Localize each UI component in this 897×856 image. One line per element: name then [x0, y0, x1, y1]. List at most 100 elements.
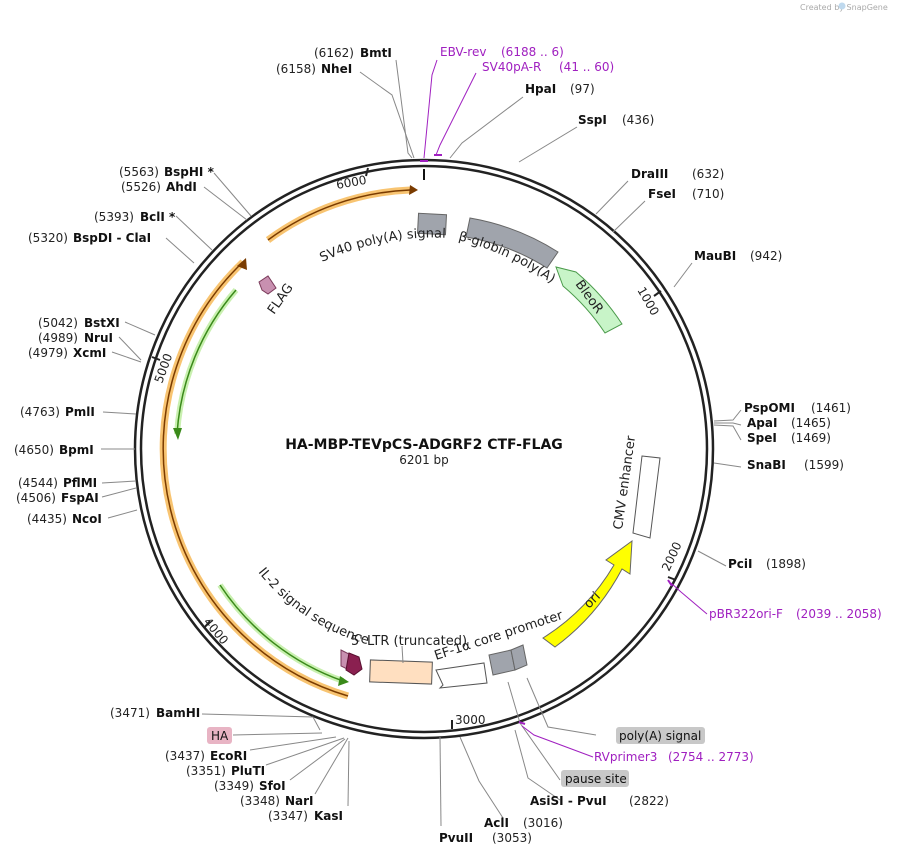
snapgene-credit: Created by SnapGene [800, 2, 888, 12]
enzyme-pos-ncoi: (4435) [27, 512, 67, 526]
enzyme-pos-apai: (1465) [791, 416, 831, 430]
enzyme-pos-bmti: (6162) [314, 46, 354, 60]
enzyme-pos-maubi: (942) [750, 249, 782, 263]
enzyme-name-bamhi: BamHI [156, 706, 200, 720]
enzyme-name-bmti: BmtI [360, 46, 392, 60]
tick-label-6000: 6000 [335, 173, 368, 192]
enzyme-name-apai: ApaI [747, 416, 777, 430]
plasmid-size: 6201 bp [399, 453, 449, 467]
feature-gray-block-b [510, 644, 528, 671]
enzyme-name-acli: AclI [484, 816, 509, 830]
enzyme-pos-asisi-pvui: (2822) [629, 794, 669, 808]
feature-beta-globin-polya [465, 217, 559, 269]
enzyme-name-pvuii: PvuII [439, 831, 473, 845]
badge-ha: HA [211, 729, 229, 743]
primer-name-ebv-rev: EBV-rev [440, 45, 486, 59]
enzyme-name-bstxi: BstXI [84, 316, 120, 330]
enzyme-name-maubi: MauBI [694, 249, 736, 263]
enzyme-name-hpai: HpaI [525, 82, 556, 96]
plasmid-center: HA-MBP-TEVpCS-ADGRF2 CTF-FLAG 6201 bp [285, 437, 563, 467]
enzyme-name-spei: SpeI [747, 431, 777, 445]
enzyme-pos-sspi: (436) [622, 113, 654, 127]
enzyme-name-ncoi: NcoI [72, 512, 102, 526]
enzyme-pos-pcii: (1898) [766, 557, 806, 571]
feature-ef1a-promoter [435, 662, 488, 689]
primer-labels: EBV-rev (6188 .. 6) SV40pA-R (41 .. 60) … [440, 45, 882, 764]
enzyme-pos-sfoi: (3349) [214, 779, 254, 793]
primer-name-pbr322ori-f: pBR322ori-F [709, 607, 783, 621]
enzyme-pos-bcli: (5393) [94, 210, 134, 224]
label-sv40-polya: SV40 poly(A) signal [318, 226, 447, 265]
badge-polya-bg [616, 727, 705, 744]
enzyme-pos-acli: (3016) [523, 816, 563, 830]
enzyme-name-fsei: FseI [648, 187, 676, 201]
badge-pause-site: pause site [565, 772, 627, 786]
enzyme-name-sfoi: SfoI [259, 779, 286, 793]
enzyme-pos-hpai: (97) [570, 82, 595, 96]
enzyme-pos-fspai: (4506) [16, 491, 56, 505]
primer-range-rvprimer3: (2754 .. 2773) [668, 750, 754, 764]
enzyme-pos-nari: (3348) [240, 794, 280, 808]
badge-ha-bg [207, 727, 232, 744]
feature-cmv-enhancer [632, 455, 661, 539]
enzyme-pos-bamhi: (3471) [110, 706, 150, 720]
enzyme-name-bspdi-clai: BspDI - ClaI [73, 231, 151, 245]
enzyme-pos-nhei: (6158) [276, 62, 316, 76]
enzyme-name-nari: NarI [285, 794, 314, 808]
enzyme-name-draiii: DraIII [631, 167, 668, 181]
enzyme-pos-pspomi: (1461) [811, 401, 851, 415]
boxed-labels: HA poly(A) signal pause site [207, 727, 705, 787]
enzyme-name-sspi: SspI [578, 113, 607, 127]
primer-leaders [423, 59, 708, 758]
label-5ltr: 5' LTR (truncated) [351, 634, 467, 649]
enzyme-pos-bsphi: (5563) [119, 165, 159, 179]
enzyme-name-bcli: BclI * [140, 210, 176, 224]
origin-marker [420, 160, 428, 180]
leader-lines [101, 59, 742, 827]
enzyme-name-bpmi: BpmI [59, 443, 94, 457]
feature-il2-signal-b [345, 652, 363, 676]
feature-gray-block-a [488, 649, 516, 676]
enzyme-name-bsphi: BspHI * [164, 165, 215, 179]
primer-range-ebv-rev: (6188 .. 6) [501, 45, 564, 59]
feature-5ltr [369, 659, 433, 685]
enzyme-name-pcii: PciI [728, 557, 753, 571]
primer-range-pbr322ori-f: (2039 .. 2058) [796, 607, 882, 621]
features [258, 212, 661, 689]
enzyme-name-kasi: KasI [314, 809, 343, 823]
enzyme-pos-ahdi: (5526) [121, 180, 161, 194]
enzyme-name-fspai: FspAI [61, 491, 99, 505]
enzyme-name-nhei: NheI [321, 62, 352, 76]
label-il2-signal: IL-2 signal sequence [255, 565, 371, 648]
enzyme-pos-pflmi: (4544) [18, 476, 58, 490]
enzyme-pos-pmli: (4763) [20, 405, 60, 419]
feature-flag [258, 275, 277, 295]
enzyme-pos-bspdi-clai: (5320) [28, 231, 68, 245]
orf-arcs [159, 185, 418, 700]
enzyme-name-asisi-pvui: AsiSI - PvuI [530, 794, 607, 808]
enzyme-name-nrui: NruI [84, 331, 113, 345]
feature-sv40-polya [416, 212, 448, 236]
enzyme-pos-nrui: (4989) [38, 331, 78, 345]
enzyme-pos-fsei: (710) [692, 187, 724, 201]
badge-pause-bg [561, 770, 629, 787]
enzyme-name-pspomi: PspOMI [744, 401, 795, 415]
enzyme-pos-ecori: (3437) [165, 749, 205, 763]
enzyme-pos-pluti: (3351) [186, 764, 226, 778]
enzyme-name-pluti: PluTI [231, 764, 265, 778]
enzyme-pos-pvuii: (3053) [492, 831, 532, 845]
primer-name-sv40pa-r: SV40pA-R [482, 60, 541, 74]
feature-ori [542, 539, 633, 648]
enzyme-pos-bpmi: (4650) [14, 443, 54, 457]
enzyme-labels: (6162) BmtI (6158) NheI HpaI (97) SspI (… [14, 46, 851, 845]
enzyme-name-snabi: SnaBI [747, 458, 786, 472]
enzyme-pos-spei: (1469) [791, 431, 831, 445]
tick-label-3000: 3000 [455, 713, 486, 727]
enzyme-pos-bstxi: (5042) [38, 316, 78, 330]
enzyme-name-xcmi: XcmI [73, 346, 106, 360]
enzyme-name-ahdi: AhdI [166, 180, 197, 194]
enzyme-pos-draiii: (632) [692, 167, 724, 181]
feature-bleor [555, 266, 623, 334]
enzyme-pos-xcmi: (4979) [28, 346, 68, 360]
